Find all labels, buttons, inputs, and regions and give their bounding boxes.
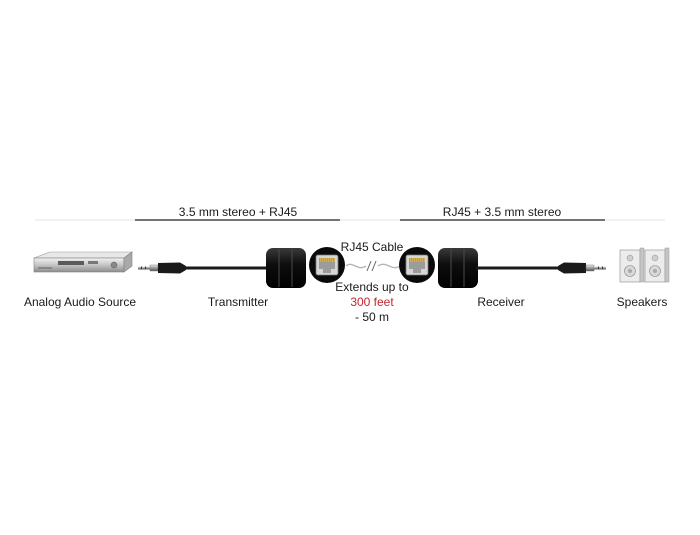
- rx-bracket-label: RJ45 + 3.5 mm stereo: [442, 205, 562, 219]
- tx-rj45-port-icon: [309, 247, 345, 283]
- extends-distance-feet: 300 feet: [350, 295, 394, 309]
- extends-label: Extends up to: [335, 280, 409, 294]
- speakers-icon: [619, 247, 670, 283]
- rj45-cable: [345, 260, 401, 272]
- extends-distance-meters: - 50 m: [354, 310, 390, 324]
- speakers-label: Speakers: [616, 295, 668, 309]
- rx-rj45-port-icon: [399, 247, 435, 283]
- tx-bracket-label: 3.5 mm stereo + RJ45: [178, 205, 298, 219]
- rx-ferrite-core-icon: [438, 248, 478, 288]
- tx-stereo-jack-icon: [138, 262, 186, 274]
- tx-ferrite-core-icon: [266, 248, 306, 288]
- audio-source-device-icon: [33, 251, 133, 273]
- source-label: Analog Audio Source: [23, 295, 137, 309]
- receiver-label: Receiver: [477, 295, 525, 309]
- cable-label: RJ45 Cable: [340, 240, 404, 254]
- transmitter-label: Transmitter: [207, 295, 269, 309]
- rx-stereo-jack-icon: [558, 262, 606, 274]
